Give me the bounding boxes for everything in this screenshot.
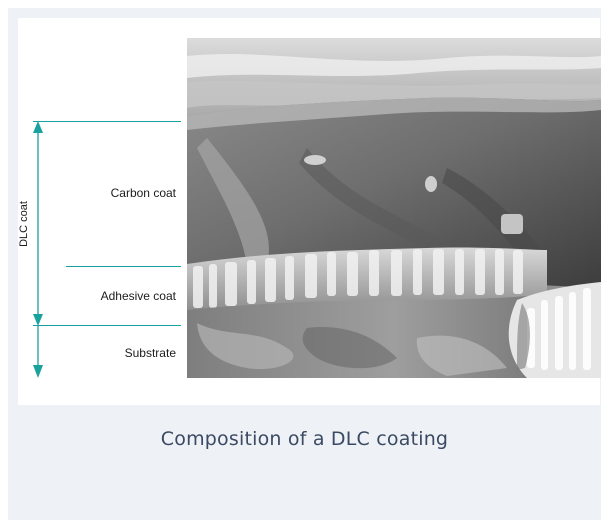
adhesive-coat-label: Adhesive coat bbox=[101, 289, 176, 303]
substrate-label: Substrate bbox=[125, 346, 176, 360]
dlc-coat-label: DLC coat bbox=[18, 201, 30, 247]
adhesive-coat-top-line bbox=[66, 266, 181, 267]
sem-micrograph-image bbox=[187, 38, 601, 378]
substrate-top-line bbox=[33, 325, 181, 326]
carbon-coat-label: Carbon coat bbox=[111, 186, 176, 200]
figure-caption: Composition of a DLC coating bbox=[8, 428, 601, 450]
carbon-coat-top-line bbox=[33, 121, 181, 122]
